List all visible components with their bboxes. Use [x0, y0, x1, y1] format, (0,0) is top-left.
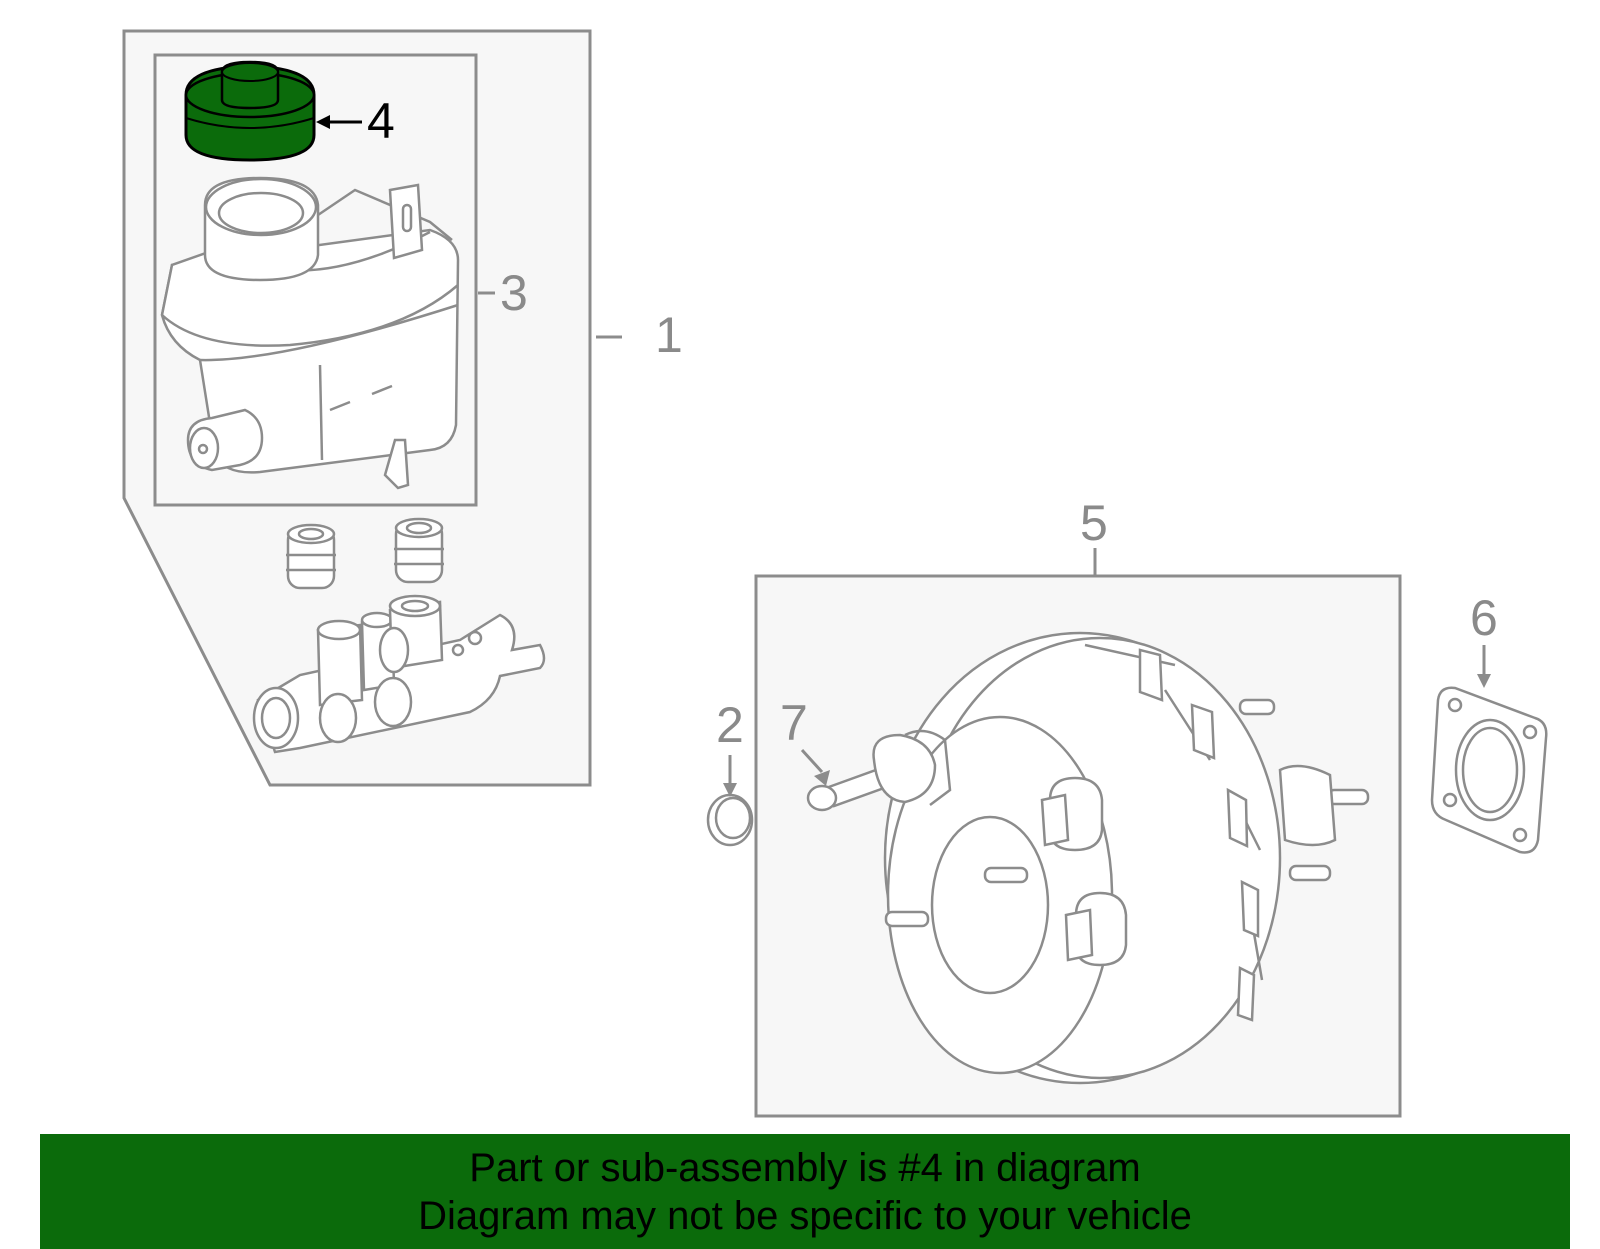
part-6-gasket[interactable] — [1430, 686, 1548, 854]
callout-2: 2 — [716, 697, 744, 753]
banner-line-part-number: Part or sub-assembly is #4 in diagram — [469, 1146, 1141, 1190]
grommet-seal-left — [286, 523, 336, 590]
info-banner-background — [40, 1134, 1570, 1249]
banner-line-disclaimer: Diagram may not be specific to your vehi… — [418, 1194, 1192, 1238]
part-4-reservoir-cap[interactable] — [184, 60, 316, 162]
callout-7: 7 — [780, 695, 808, 751]
grommet-seal-right — [394, 517, 444, 584]
part-5-brake-booster[interactable] — [806, 631, 1370, 1085]
callout-4[interactable]: 4 — [367, 93, 395, 149]
callout-3: 3 — [500, 265, 528, 321]
master-cylinder-body — [252, 594, 546, 754]
info-banner: Part or sub-assembly is #4 in diagram Di… — [40, 1134, 1570, 1249]
callout-1: 1 — [655, 307, 683, 363]
callout-4-arrow — [316, 115, 362, 129]
leader-lines — [478, 291, 1486, 785]
callout-6: 6 — [1470, 590, 1498, 646]
part-2-clip[interactable] — [706, 793, 754, 847]
callout-5: 5 — [1080, 495, 1108, 551]
part-3-reservoir[interactable] — [160, 176, 460, 490]
leader-arrowheads — [723, 674, 1491, 797]
